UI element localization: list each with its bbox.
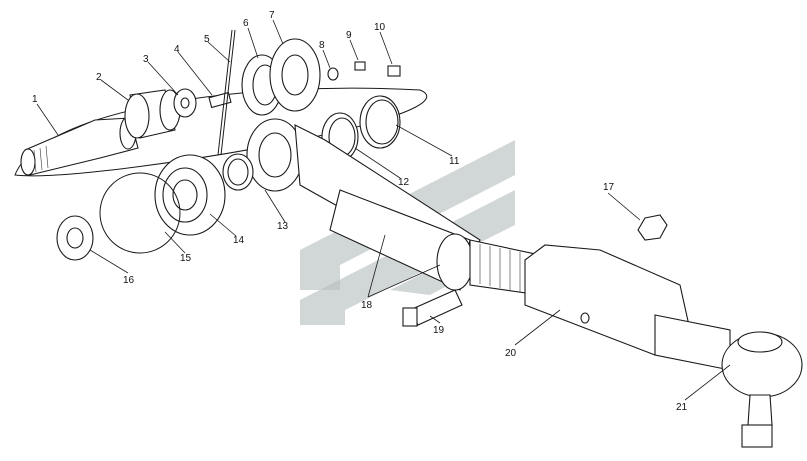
callout-11: 11 [449, 156, 460, 167]
part-16-castle-nut [56, 215, 94, 261]
callout-6: 6 [243, 18, 249, 29]
callout-12: 12 [398, 177, 410, 188]
callout-17: 17 [603, 182, 615, 193]
callout-20: 20 [505, 348, 517, 359]
callout-5: 5 [204, 34, 210, 45]
part-5-cotter-pin [217, 29, 236, 156]
part-3-washer [173, 88, 197, 118]
callout-18: 18 [361, 300, 373, 311]
part-4-grease-fitting [208, 91, 232, 109]
part-11-ring [359, 95, 401, 149]
part-17-nut [637, 214, 668, 241]
callout-2: 2 [96, 72, 102, 83]
part-snap-ring [222, 153, 254, 191]
part-15-retainer-wire [99, 172, 181, 254]
part-10-bolt [387, 65, 401, 77]
callout-3: 3 [143, 54, 149, 65]
callout-13: 13 [277, 221, 289, 232]
leader-lines [36, 19, 731, 401]
callout-9: 9 [346, 30, 352, 41]
callout-7: 7 [269, 10, 275, 21]
part-14-bearing [154, 154, 226, 236]
part-2-bushing [124, 89, 181, 139]
callout-19: 19 [433, 325, 445, 336]
callout-4: 4 [174, 44, 180, 55]
callout-1: 1 [32, 94, 38, 105]
part-18-tube [329, 189, 474, 291]
part-9-bolt [354, 61, 366, 71]
callout-21: 21 [676, 402, 688, 413]
callout-10: 10 [374, 22, 386, 33]
callout-16: 16 [123, 275, 135, 286]
assembly-outline [14, 87, 428, 177]
callout-14: 14 [233, 235, 245, 246]
callout-15: 15 [180, 253, 192, 264]
part-21-tie-rod-end [721, 331, 803, 448]
callout-8: 8 [319, 40, 325, 51]
part-8-nut [327, 67, 339, 81]
part-19-bolt [402, 289, 463, 327]
part-7-cover [269, 38, 321, 112]
callout-labels: 1 2 3 4 5 6 7 8 9 10 11 12 13 14 15 16 1… [32, 10, 688, 413]
